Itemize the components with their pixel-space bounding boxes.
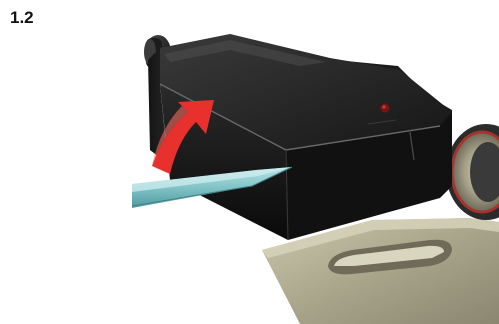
connector-housing <box>148 34 452 240</box>
round-fitting <box>446 124 499 220</box>
